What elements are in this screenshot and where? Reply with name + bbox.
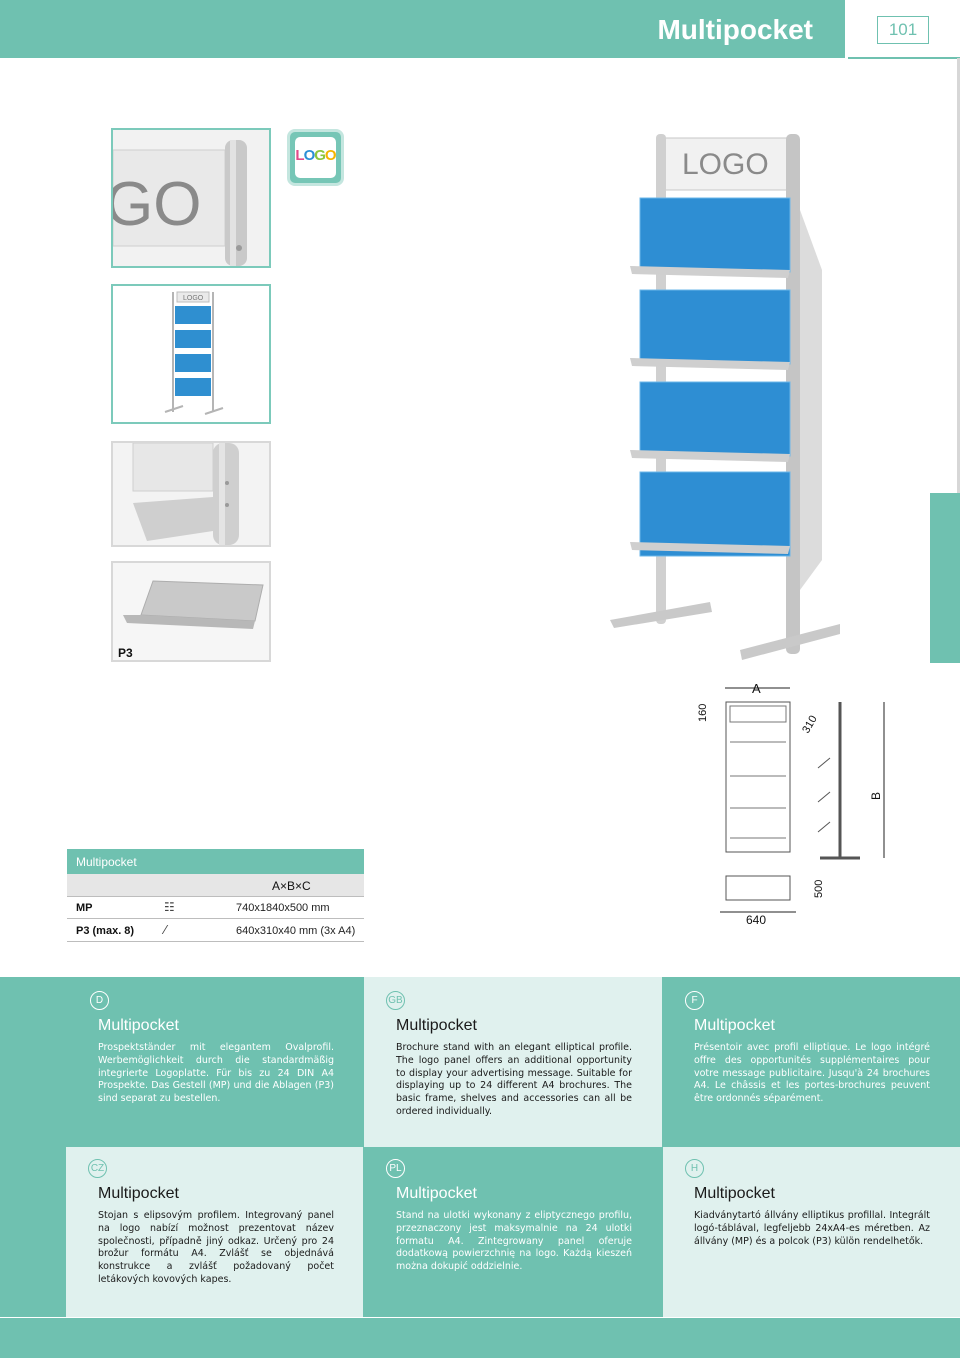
bottom-band — [0, 1318, 960, 1358]
desc-panel-d: D Multipocket Prospektständer mit elegan… — [66, 977, 363, 1147]
desc-panel-pl: PL Multipocket Stand na ulotki wykonany … — [364, 1147, 662, 1317]
dim-label-a: A — [752, 681, 761, 696]
lang-badge-f: F — [685, 991, 704, 1010]
page-number: 101 — [877, 16, 929, 44]
spec-code-p3: P3 (max. 8) — [76, 925, 135, 937]
spec-divider — [67, 941, 364, 942]
desc-text-gb: Brochure stand with an elegant elliptica… — [396, 1042, 632, 1117]
p3-label: P3 — [118, 646, 133, 660]
desc-panel-gb: GB Multipocket Brochure stand with an el… — [364, 977, 662, 1147]
stand-icon: ☷ — [164, 900, 175, 914]
desc-panel-f: F Multipocket Présentoir avec profil ell… — [663, 977, 960, 1147]
spec-column-header-row — [67, 874, 364, 896]
dim-label-640: 640 — [746, 913, 766, 927]
page-title: Multipocket — [657, 14, 813, 45]
header-bar: Multipocket — [0, 0, 845, 58]
desc-title-d: Multipocket — [98, 1017, 179, 1034]
desc-text-cz: Stojan s elipsovým profilem. Integrovaný… — [98, 1210, 334, 1285]
spec-divider — [67, 918, 364, 919]
lang-badge-gb: GB — [386, 991, 405, 1010]
spec-dims-mp: 740x1840x500 mm — [236, 902, 330, 914]
shelf-p3-image — [113, 563, 269, 660]
desc-title-h: Multipocket — [694, 1185, 775, 1202]
dim-label-b: B — [869, 792, 883, 800]
spec-divider — [67, 896, 364, 897]
dim-label-500: 500 — [813, 880, 825, 898]
desc-title-cz: Multipocket — [98, 1185, 179, 1202]
side-tab — [930, 493, 960, 663]
lang-badge-d: D — [90, 991, 109, 1010]
shelf-icon: ⁄ — [164, 923, 167, 937]
desc-title-pl: Multipocket — [396, 1185, 477, 1202]
main-product-image: LOGO — [610, 134, 840, 660]
desc-panel-h: H Multipocket Kiadványtartó állvány elli… — [663, 1147, 960, 1317]
spec-table-title: Multipocket — [76, 855, 137, 869]
stand-small-logo-text: LOGO — [183, 295, 204, 302]
desc-text-f: Présentoir avec profil elliptique. Le lo… — [694, 1042, 930, 1105]
technical-drawing: A 160 310 B 500 640 — [697, 681, 885, 927]
logo-closeup-text: GO — [113, 170, 201, 239]
lang-badge-h: H — [685, 1159, 704, 1178]
lang-badge-pl: PL — [386, 1159, 405, 1178]
main-logo-text: LOGO — [682, 148, 769, 181]
spec-code-mp: MP — [76, 902, 93, 914]
thumb-stand-small: LOGO — [111, 284, 271, 424]
header-rule — [848, 57, 960, 59]
page-number-box — [848, 0, 960, 58]
thumb-logo-closeup: GO — [111, 128, 271, 268]
desc-title-f: Multipocket — [694, 1017, 775, 1034]
stand-small-image: LOGO — [164, 291, 224, 415]
dim-label-160: 160 — [697, 704, 709, 722]
spec-column-header: A×B×C — [272, 879, 311, 893]
thumb-profile-closeup — [111, 441, 271, 547]
logo-badge: LOGO — [287, 129, 344, 186]
lang-badge-cz: CZ — [88, 1159, 107, 1178]
dim-label-310: 310 — [800, 714, 820, 736]
desc-panel-cz: CZ Multipocket Stojan s elipsovým profil… — [66, 1147, 363, 1317]
desc-text-pl: Stand na ulotki wykonany z eliptycznego … — [396, 1210, 632, 1273]
logo-closeup-image: GO — [113, 130, 269, 266]
spec-dims-p3: 640x310x40 mm (3x A4) — [236, 925, 356, 937]
spec-table-header — [67, 849, 364, 874]
thumb-shelf-p3 — [111, 561, 271, 662]
margin-line — [957, 58, 960, 493]
desc-text-h: Kiadványtartó állvány elliptikus profill… — [694, 1210, 930, 1247]
desc-title-gb: Multipocket — [396, 1017, 477, 1034]
profile-closeup-image — [113, 443, 269, 545]
desc-text-d: Prospektständer mit elegantem Ovalprofil… — [98, 1042, 334, 1105]
